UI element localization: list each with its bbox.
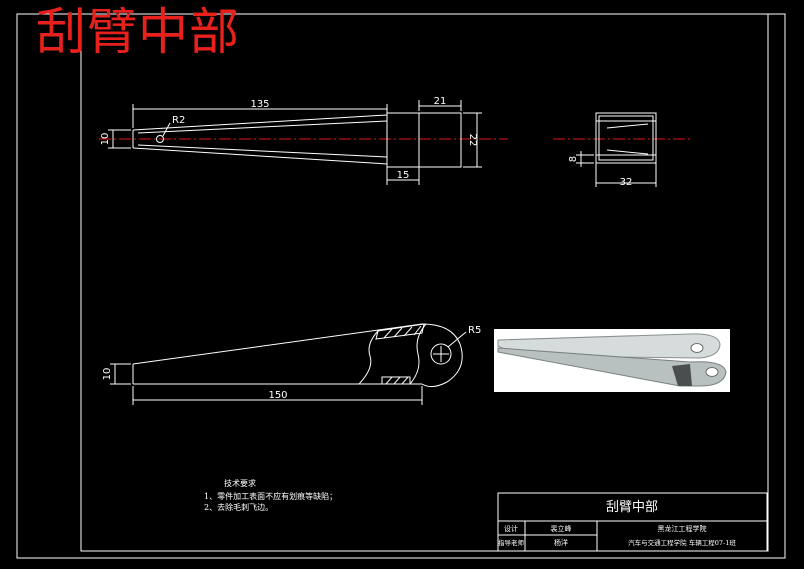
dim-135-label: 135 xyxy=(250,99,269,110)
dim-15-label: 15 xyxy=(397,170,410,181)
dim-21-label: 21 xyxy=(434,96,447,107)
r5-label: R5 xyxy=(468,325,481,336)
front-head-arc xyxy=(421,323,463,388)
render-preview xyxy=(494,329,730,392)
side-inner xyxy=(598,115,654,161)
front-break-line-2 xyxy=(409,323,427,385)
r2-hole xyxy=(156,135,164,143)
hatch-3 xyxy=(403,326,413,337)
front-break-line-1 xyxy=(358,330,379,385)
r2-label: R2 xyxy=(172,115,185,126)
note-2: 2、去除毛刺飞边。 xyxy=(204,502,273,512)
notes-title: 技术要求 xyxy=(224,478,256,488)
hatch-2 xyxy=(393,327,403,338)
watermark-title: 刮臂中部 xyxy=(36,3,240,61)
front-hatch-zone-bottom xyxy=(381,376,411,385)
teacher-name: 杨洋 xyxy=(554,538,568,547)
dim-32-label: 32 xyxy=(620,177,633,188)
front-hatch-zone-top xyxy=(375,323,425,340)
upper-inner-edge xyxy=(137,120,388,134)
hatch-7 xyxy=(401,376,409,385)
hatch-4 xyxy=(413,325,422,336)
taper-line-1 xyxy=(606,123,649,129)
r5-hole xyxy=(430,343,452,365)
dim-8-label: 8 xyxy=(568,156,579,162)
side-view xyxy=(553,112,690,187)
end-block xyxy=(418,112,462,168)
outer-frame xyxy=(16,13,786,559)
neck-step xyxy=(386,112,420,168)
designer-name: 裴立峰 xyxy=(551,524,572,533)
render-shadow-block xyxy=(672,364,692,386)
front-view xyxy=(110,323,467,405)
dim-front-10-label: 10 xyxy=(102,368,113,381)
render-lower-hole xyxy=(705,367,719,377)
hatch-5 xyxy=(385,376,393,385)
lower-edge xyxy=(132,147,388,165)
dim-22-label: 22 xyxy=(467,134,478,147)
taper-line-2 xyxy=(606,149,649,155)
r5-leader xyxy=(447,331,467,348)
school-name: 黑龙江工程学院 xyxy=(658,524,707,533)
render-upper-hole xyxy=(690,343,704,353)
hatch-1 xyxy=(383,328,393,339)
render-lower-arm xyxy=(497,347,727,387)
upper-edge xyxy=(132,114,388,131)
dim-150-label: 150 xyxy=(268,390,287,401)
top-view xyxy=(99,100,508,185)
design-label: 设计 xyxy=(504,524,518,533)
r2-leader xyxy=(162,122,171,137)
title-block xyxy=(497,492,768,552)
side-body xyxy=(595,112,657,164)
title-block-frame xyxy=(497,492,768,552)
department-name: 汽车与交通工程学院 车辆工程07-1班 xyxy=(628,538,736,547)
inner-frame xyxy=(80,13,769,552)
title-block-part-name: 刮臂中部 xyxy=(606,500,658,515)
dim-10-label: 10 xyxy=(100,133,111,146)
front-upper-edge xyxy=(132,323,423,365)
lower-inner-edge xyxy=(137,144,388,158)
note-1: 1、零件加工表面不应有划痕等缺陷； xyxy=(204,491,337,501)
hatch-6 xyxy=(393,376,401,385)
teacher-label: 指导老师 xyxy=(498,538,525,547)
